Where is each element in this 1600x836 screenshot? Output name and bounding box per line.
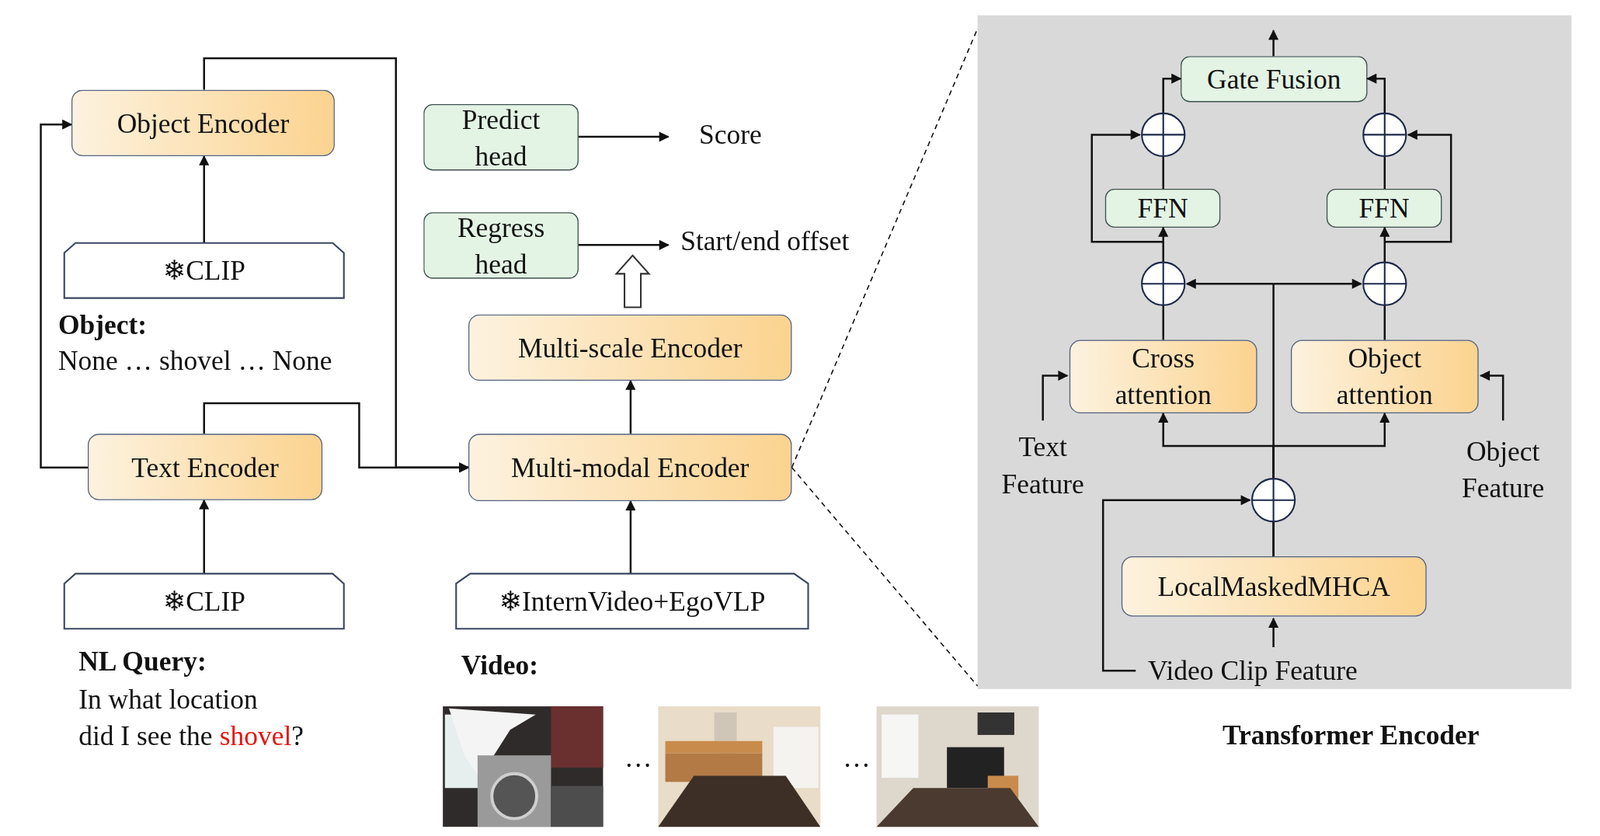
section-label: Video: — [461, 646, 539, 684]
encoder-box: Multi-scale Encoder — [468, 314, 792, 381]
frame-microwave — [977, 712, 1015, 735]
node-text: FFN — [1353, 189, 1416, 227]
connector — [1161, 227, 1164, 341]
frame-bg — [657, 706, 821, 827]
node-text: Text Encoder — [125, 448, 285, 485]
node-text: Regress head — [424, 208, 578, 283]
encoder-box: Multi-modal Encoder — [468, 433, 792, 501]
frame-curtain — [448, 708, 536, 778]
frame-floor — [876, 787, 1040, 827]
zoom-leader — [791, 467, 978, 686]
frozen-model-box: ❄CLIP — [64, 243, 345, 299]
node-text: Cross attention — [1070, 339, 1256, 414]
output-label: Score — [699, 116, 762, 154]
frame-counter — [665, 740, 763, 754]
frame-window — [445, 714, 491, 789]
connector — [203, 500, 206, 574]
connector — [204, 403, 469, 468]
output-arrow — [578, 243, 669, 246]
frame-washer-door — [491, 773, 537, 819]
frozen-model-box: ❄CLIP — [64, 573, 345, 629]
encoder-box: Object Encoder — [71, 90, 335, 157]
node-text: Object Encoder — [111, 104, 296, 142]
frame-box — [987, 775, 1019, 798]
video-frame — [657, 706, 821, 827]
query-block: In what location did I see theshovel? — [78, 680, 385, 755]
node-text: Object attention — [1291, 339, 1478, 414]
connector — [1366, 78, 1385, 189]
node-text: Multi-scale Encoder — [511, 329, 748, 366]
hollow-arrow — [616, 255, 650, 308]
ffn-box: FFN — [1326, 188, 1442, 228]
panel-heading: Transformer Encoder — [1222, 716, 1480, 753]
query-text: ? — [291, 720, 304, 752]
output-arrow — [578, 135, 669, 138]
section-label: Object: — [58, 306, 147, 343]
ffn-box: FFN — [1105, 188, 1221, 228]
frame-stove — [946, 747, 1005, 789]
box-outline-shape — [64, 243, 345, 299]
frame-floor — [550, 786, 603, 828]
attention-box: LocalMaskedMHCA — [1121, 556, 1427, 617]
box-outline-shape — [455, 573, 808, 629]
frame-cabinet — [665, 753, 763, 783]
frame-door — [714, 712, 738, 759]
box-outline-shape — [64, 573, 345, 629]
node-text: LocalMaskedMHCA — [1151, 567, 1397, 605]
ellipsis: … — [842, 738, 870, 776]
connector — [41, 124, 88, 467]
zoom-leader — [791, 28, 978, 468]
section-label: NL Query: — [78, 643, 207, 680]
frame-bg — [876, 706, 1040, 827]
connector — [204, 58, 469, 468]
input-label: Object Feature — [1446, 432, 1560, 507]
frozen-model-box: ❄InternVideo+EgoVLP — [455, 573, 808, 629]
connector — [1273, 413, 1385, 557]
connector — [629, 380, 632, 434]
input-label: Video Clip Feature — [1147, 652, 1358, 689]
frame-bg — [442, 706, 603, 827]
node-text: Multi-modal Encoder — [504, 448, 755, 486]
output-label: Start/end offset — [680, 222, 849, 259]
frame-cabinet — [881, 714, 919, 778]
connector — [1163, 78, 1181, 189]
fusion-box: Gate Fusion — [1180, 55, 1367, 102]
wrap-spacer — [282, 680, 385, 711]
attention-box: Object attention — [1290, 339, 1479, 414]
node-text: ❄CLIP — [156, 582, 252, 620]
head-box: Predict head — [423, 104, 579, 171]
detail-panel: Transformer EncoderGate FusionFFNFFNCros… — [977, 15, 1573, 689]
attention-box: Cross attention — [1069, 339, 1258, 414]
connector — [1384, 227, 1386, 341]
input-label: Text Feature — [986, 428, 1100, 503]
node-text: FFN — [1131, 189, 1195, 227]
frame-washer — [477, 754, 552, 827]
node-text: ❄CLIP — [156, 252, 252, 289]
frame-cabinet — [773, 726, 819, 788]
frame-wall — [550, 706, 603, 768]
node-text: Gate Fusion — [1203, 60, 1346, 98]
object-list: None … shovel … None — [58, 341, 333, 379]
connector — [1163, 413, 1274, 557]
frame-floor — [657, 775, 821, 827]
video-frame — [876, 706, 1040, 827]
head-box: Regress head — [423, 212, 579, 279]
encoder-box: Text Encoder — [87, 433, 323, 500]
ellipsis: … — [624, 738, 652, 776]
connector — [629, 500, 632, 574]
node-text: Predict head — [424, 100, 578, 174]
node-text: ❄InternVideo+EgoVLP — [492, 582, 772, 620]
video-frame — [442, 706, 603, 827]
connector — [203, 156, 206, 244]
query-keyword: shovel — [219, 720, 293, 752]
